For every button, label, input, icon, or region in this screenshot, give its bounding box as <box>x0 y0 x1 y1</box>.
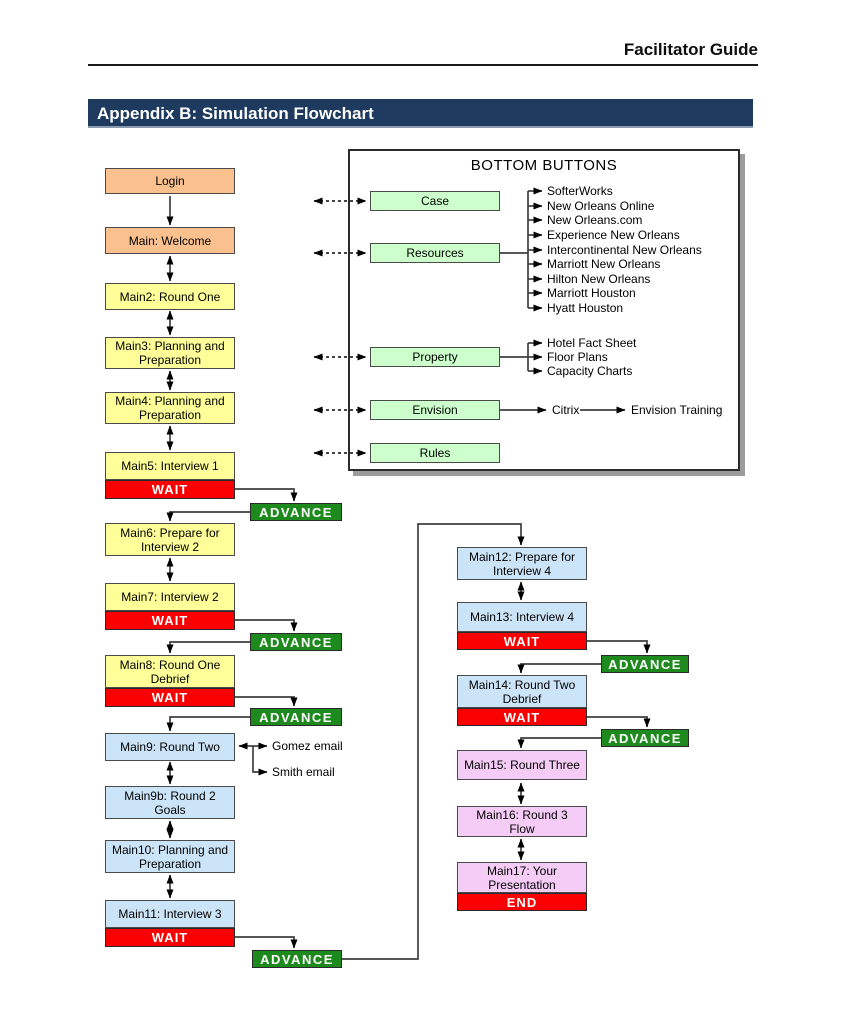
wait-badge-main8: WAIT <box>105 688 235 707</box>
bottom-button-rules: Rules <box>370 443 500 463</box>
advance-button-4: ADVANCE <box>252 950 342 968</box>
advance-button-5: ADVANCE <box>601 655 689 673</box>
header-rule <box>88 64 758 66</box>
end-badge: END <box>457 893 587 911</box>
wait-badge-main14: WAIT <box>457 708 587 726</box>
bottom-button-property: Property <box>370 347 500 367</box>
node-main11: Main11: Interview 3 <box>105 900 235 928</box>
property-link: Hotel Fact Sheet <box>547 336 637 350</box>
node-main9: Main9: Round Two <box>105 733 235 761</box>
node-main17: Main17: Your Presentation <box>457 862 587 893</box>
email-connectors <box>238 742 268 776</box>
node-main-welcome: Main: Welcome <box>105 227 235 254</box>
section-title-bar: Appendix B: Simulation Flowchart <box>88 99 753 128</box>
node-main2: Main2: Round One <box>105 283 235 310</box>
resources-link: Marriott New Orleans <box>547 257 661 271</box>
advance-button-2: ADVANCE <box>250 633 342 651</box>
resources-link: New Orleans Online <box>547 199 655 213</box>
resources-link: New Orleans.com <box>547 213 643 227</box>
advance-button-1: ADVANCE <box>250 503 342 521</box>
resources-link: Hilton New Orleans <box>547 272 651 286</box>
resources-link: Experience New Orleans <box>547 228 680 242</box>
node-login: Login <box>105 168 235 194</box>
node-main10: Main10: Planning and Preparation <box>105 840 235 873</box>
bottom-button-resources: Resources <box>370 243 500 263</box>
node-main4: Main4: Planning and Preparation <box>105 392 235 424</box>
section-title: Appendix B: Simulation Flowchart <box>97 104 374 123</box>
node-main14: Main14: Round Two Debrief <box>457 675 587 708</box>
bottom-buttons-title: BOTTOM BUTTONS <box>470 157 618 174</box>
envision-link-training: Envision Training <box>631 403 723 417</box>
resources-link: Hyatt Houston <box>547 301 624 315</box>
advance-button-3: ADVANCE <box>250 708 342 726</box>
gomez-email-label: Gomez email <box>272 739 343 753</box>
node-main13: Main13: Interview 4 <box>457 602 587 632</box>
bottom-button-envision: Envision <box>370 400 500 420</box>
property-link: Floor Plans <box>547 350 608 364</box>
node-main6: Main6: Prepare for Interview 2 <box>105 523 235 556</box>
resources-link: Marriott Houston <box>547 286 636 300</box>
wait-badge-main11: WAIT <box>105 928 235 947</box>
resources-link: SofterWorks <box>547 184 613 198</box>
bottom-button-case: Case <box>370 191 500 211</box>
node-main12: Main12: Prepare for Interview 4 <box>457 547 587 580</box>
wait-badge-main5: WAIT <box>105 480 235 499</box>
doc-header-title: Facilitator Guide <box>623 40 758 59</box>
advance-button-6: ADVANCE <box>601 729 689 747</box>
node-main9b: Main9b: Round 2 Goals <box>105 786 235 819</box>
resources-link: Intercontinental New Orleans <box>547 243 702 257</box>
wait-badge-main7: WAIT <box>105 611 235 630</box>
node-main16: Main16: Round 3 Flow <box>457 806 587 837</box>
smith-email-label: Smith email <box>272 765 335 779</box>
node-main3: Main3: Planning and Preparation <box>105 337 235 369</box>
property-link: Capacity Charts <box>547 364 633 378</box>
wait-badge-main13: WAIT <box>457 632 587 650</box>
node-main5: Main5: Interview 1 <box>105 452 235 480</box>
envision-link-citrix: Citrix <box>552 403 580 417</box>
node-main15: Main15: Round Three <box>457 750 587 780</box>
node-main8: Main8: Round One Debrief <box>105 655 235 688</box>
node-main7: Main7: Interview 2 <box>105 583 235 611</box>
